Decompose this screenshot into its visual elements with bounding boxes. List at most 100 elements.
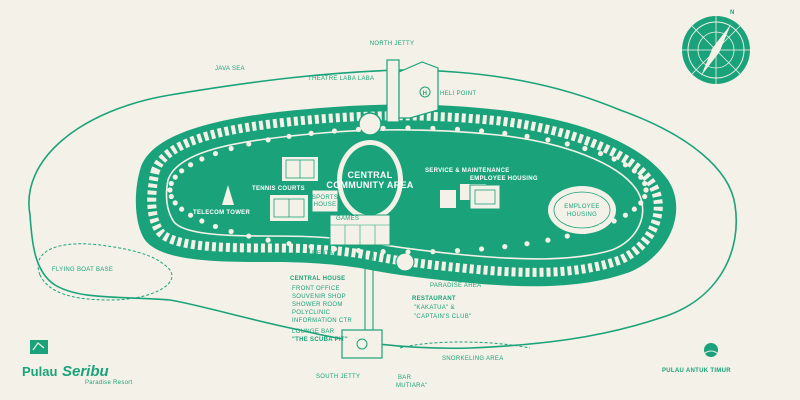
information-label: INFORMATION CTR <box>292 318 352 324</box>
tree-icon <box>622 162 629 168</box>
tree-icon <box>286 133 292 139</box>
tree-icon <box>582 228 588 235</box>
tree-icon <box>199 218 205 224</box>
tree-icon <box>643 187 649 193</box>
pulau-seribu-logo: Pulau Seribu Paradise Resort <box>22 340 133 386</box>
north-jetty: H <box>386 59 439 123</box>
tree-icon <box>246 141 252 147</box>
tree-icon <box>582 145 588 152</box>
tree-icon <box>179 206 185 212</box>
antuk-timur-logo: PULAU ANTUK TIMUR <box>662 343 731 374</box>
tree-icon <box>524 133 530 139</box>
tree-icon <box>642 193 648 200</box>
tree-icon <box>380 249 386 255</box>
tree-icon <box>502 244 508 250</box>
svg-text:H: H <box>423 91 428 97</box>
shower-label: SHOWER ROOM <box>292 302 343 308</box>
souvenir-label: SOUVENIR SHOP <box>292 294 346 300</box>
tree-icon <box>622 212 629 218</box>
bar-name-label: MUTIARA" <box>396 383 428 389</box>
tree-icon <box>545 237 551 243</box>
tree-icon <box>172 174 178 180</box>
north-jetty-label: NORTH JETTY <box>370 41 415 47</box>
scuba-pit-label: "THE SCUBA PIT" <box>292 337 348 343</box>
kakatua-label: "KAKATUA" & <box>414 305 455 311</box>
south-jetty-label: SOUTH JETTY <box>316 374 360 380</box>
restaurant-label: RESTAURANT <box>412 296 456 302</box>
tree-icon <box>246 233 252 239</box>
brand-left: Pulau <box>22 364 57 379</box>
captains-club-label: "CAPTAIN'S CLUB" <box>414 314 471 320</box>
tree-icon <box>524 241 530 247</box>
tree-icon <box>331 128 338 134</box>
snorkeling-area <box>399 341 531 349</box>
compass-north-letter: N <box>730 10 735 16</box>
telecom-tower <box>222 185 234 205</box>
bar-label: BAR <box>398 375 412 381</box>
south-jetty <box>341 249 383 359</box>
service-buildings <box>440 184 501 210</box>
employee-housing-label: EMPLOYEE HOUSING <box>470 176 538 182</box>
tree-icon <box>454 248 461 254</box>
tree-icon <box>638 200 644 206</box>
tree-icon <box>597 223 604 230</box>
sports-house <box>311 189 339 213</box>
central-label-1: CENTRAL <box>347 170 392 180</box>
restaurant-kakatua <box>395 252 415 272</box>
central-label-2: COMMUNITY AREA <box>326 180 413 190</box>
tree-icon <box>228 228 234 235</box>
tree-icon <box>172 200 178 206</box>
games-label: GAMES <box>336 216 359 222</box>
sports-label-1: SPORTS <box>312 195 338 201</box>
heli-point-label: HELI POINT <box>440 91 476 97</box>
tree-icon <box>611 218 617 224</box>
tree-icon <box>228 145 234 152</box>
tree-icon <box>642 180 648 187</box>
tree-icon <box>179 168 185 174</box>
service-label: SERVICE & MAINTENANCE <box>425 168 510 174</box>
tree-icon <box>308 130 314 136</box>
tree-icon <box>405 125 411 131</box>
brand-tagline: Paradise Resort <box>85 380 133 386</box>
tree-icon <box>478 246 485 252</box>
tree-icon <box>212 223 219 230</box>
tree-icon <box>212 150 219 157</box>
tree-icon <box>454 126 461 132</box>
tennis-label: TENNIS COURTS <box>252 186 305 192</box>
lounge-bar-label: LOUNGE BAR <box>292 329 335 335</box>
telecom-label: TELECOM TOWER <box>193 210 250 216</box>
tree-icon <box>564 233 570 239</box>
tree-icon <box>168 180 174 187</box>
central-house-label: CENTRAL HOUSE <box>290 276 345 282</box>
flying-boat-label: FLYING BOAT BASE <box>52 267 113 273</box>
tree-icon <box>545 137 551 143</box>
tree-icon <box>430 249 436 255</box>
java-sea-label: JAVA SEA <box>215 66 245 72</box>
employee-housing2-label-1: EMPLOYEE <box>564 204 599 210</box>
tennis-courts <box>270 157 318 221</box>
tree-icon <box>564 141 570 147</box>
beach-band <box>147 111 663 277</box>
tree-icon <box>308 244 314 250</box>
tree-icon <box>631 168 637 174</box>
reef-outline <box>28 69 737 350</box>
tree-icon <box>405 249 411 255</box>
tree-icon <box>187 162 194 168</box>
vegetation-dots <box>167 125 649 255</box>
tree-icon <box>265 237 271 243</box>
tree-icon <box>265 137 271 143</box>
tree-icon <box>430 125 436 131</box>
theatre-label: THEATRE LABA LABA <box>308 76 374 82</box>
tree-icon <box>167 187 173 193</box>
tree-icon <box>502 130 508 136</box>
tree-icon <box>286 241 292 247</box>
tree-icon <box>355 248 362 254</box>
tree-icon <box>199 156 205 162</box>
front-office-label: FRONT OFFICE <box>292 286 340 292</box>
employee-housing2-label-2: HOUSING <box>567 212 597 218</box>
tree-icon <box>631 206 637 212</box>
flying-boat-lagoon <box>37 243 173 301</box>
employee-housing-area <box>548 186 616 234</box>
tree-icon <box>478 128 485 134</box>
